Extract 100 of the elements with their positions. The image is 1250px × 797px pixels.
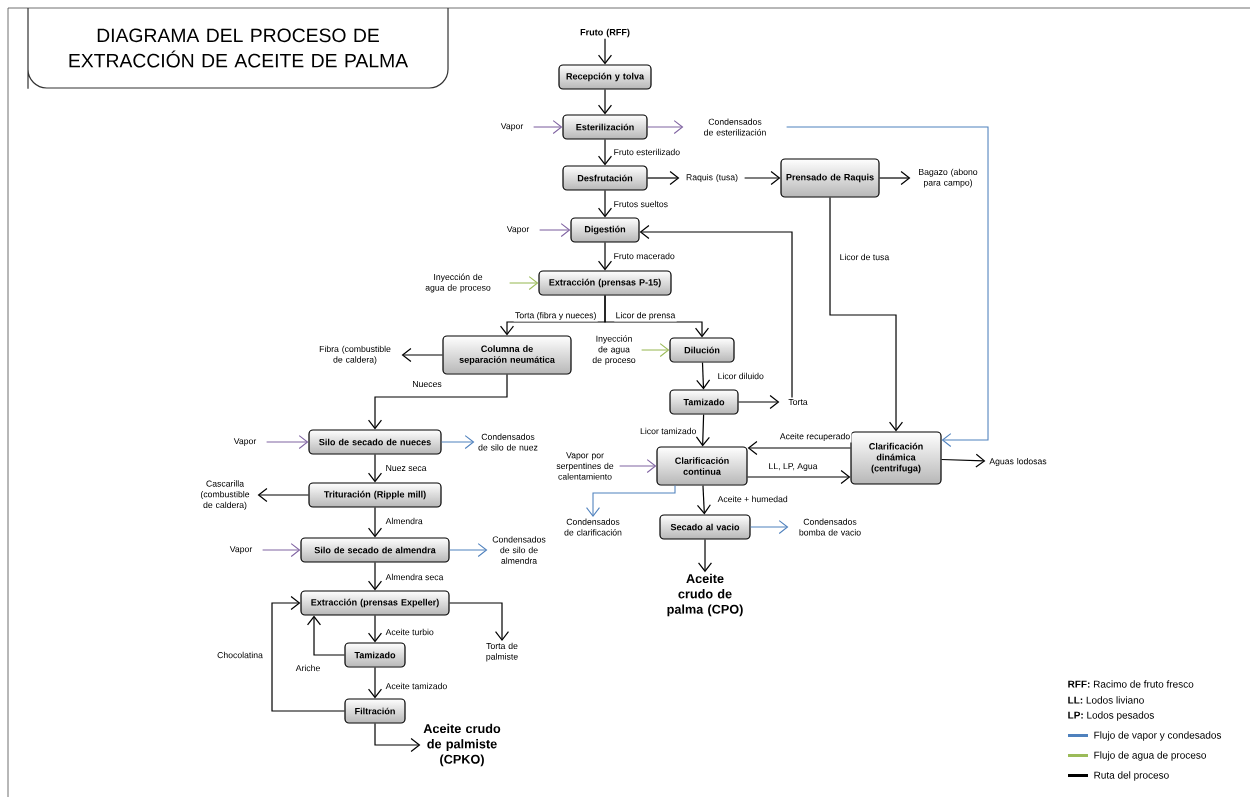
arrow <box>374 723 421 753</box>
edge-label: LL, LP, Agua <box>767 461 819 473</box>
arrow <box>401 347 443 363</box>
stream-label: Inyección de agua de proceso <box>592 335 636 365</box>
stream-label: Condensados de clarificación <box>564 518 622 536</box>
process-box: Tamizado <box>344 642 406 668</box>
edge-label: Almendra <box>384 516 425 526</box>
arrow <box>533 120 563 134</box>
arrow <box>367 374 508 430</box>
arrow <box>262 543 301 557</box>
legend-text: Flujo de vapor y condesados <box>1094 731 1222 741</box>
arrow <box>619 459 657 473</box>
arrow <box>586 485 676 517</box>
process-box: Silo de secado de nueces <box>308 429 442 455</box>
process-box: Clarificación dinámica (centrifuga) <box>850 431 942 485</box>
arrow <box>367 562 383 591</box>
edge-label: Licor tamizado <box>638 426 698 436</box>
arrow <box>829 197 904 432</box>
process-box: Extracción (prensas Expeller) <box>300 590 450 616</box>
edge-label: Aceite recuperado <box>778 431 852 443</box>
stream-label: Condensados bomba de vacio <box>799 518 861 536</box>
arrow <box>639 224 793 398</box>
arrow <box>750 520 789 534</box>
arrow <box>747 469 851 485</box>
arrow <box>695 414 710 447</box>
edge-label: Licor de prensa <box>614 310 677 322</box>
stream-label: Vapor por serpentines de calentamiento <box>556 452 614 480</box>
edge-label: Ariche <box>294 663 322 673</box>
title-box: DIAGRAMA DEL PROCESO DE EXTRACCIÓN DE ACEITE DE PALMA <box>27 7 449 90</box>
edge-label: Fruto macerado <box>612 251 677 261</box>
arrow <box>641 343 670 357</box>
process-box: Recepción y tolva <box>558 64 652 90</box>
arrow <box>786 126 989 447</box>
arrow <box>597 139 613 166</box>
process-box: Tamizado <box>669 389 739 415</box>
arrow <box>441 435 475 449</box>
arrow <box>647 120 684 134</box>
process-box: Filtración <box>344 698 406 724</box>
arrow <box>367 507 383 538</box>
product-label: Aceite crudo de palma (CPO) <box>667 573 743 617</box>
arrow <box>696 485 711 515</box>
process-box: Silo de secado de almendra <box>300 537 450 563</box>
stream-label: Condensados de esterilización <box>704 118 766 136</box>
stream-label: Condensados de silo de almendra <box>492 536 546 564</box>
edge-label: Nueces <box>411 379 444 389</box>
arrow <box>306 615 345 656</box>
arrow <box>879 170 911 186</box>
arrow <box>266 435 309 449</box>
stream-label: Condensados de silo de nuez <box>478 433 538 451</box>
arrow <box>647 170 680 186</box>
process-box: Desfrutación <box>562 165 648 191</box>
edge-label: Fruto esterilizado <box>612 147 682 157</box>
stream-label: Bagazo (abono para campo) <box>919 168 978 188</box>
process-box: Extracción (prensas P-15) <box>538 270 672 296</box>
arrow <box>941 453 986 468</box>
process-box: Secado al vacio <box>659 514 751 540</box>
arrow <box>597 38 613 65</box>
edge-label: Aceite turbio <box>384 627 436 637</box>
edge-label: Aceite + humedad <box>716 494 790 504</box>
stream-label: Fibra (combustible de caldera) <box>319 345 391 365</box>
arrow <box>597 242 613 271</box>
abbreviation-note: RFF: Racimo de fruto fresco <box>1068 680 1194 688</box>
arrow <box>449 543 488 557</box>
arrow <box>449 602 510 642</box>
stream-label: Aguas lodosas <box>989 457 1047 467</box>
edge-label: Almendra seca <box>384 572 445 582</box>
stream-label: Torta de palmiste <box>486 642 518 662</box>
arrow <box>271 595 345 712</box>
arrow <box>738 394 780 410</box>
process-box: Prensado de Raquis <box>780 158 880 198</box>
process-box: Clarificación continua <box>656 446 748 486</box>
edge-label: Chocolatina <box>215 650 265 660</box>
arrow <box>597 89 613 115</box>
arrow <box>604 295 710 338</box>
arrow <box>597 190 613 218</box>
arrow <box>257 487 309 503</box>
arrow <box>367 615 383 643</box>
edge-label: Licor de tusa <box>838 252 891 262</box>
edge-label: Frutos sueltos <box>612 199 670 209</box>
stream-label: Inyección de agua de proceso <box>425 273 491 293</box>
stream-label: Vapor <box>506 226 530 234</box>
abbreviation-note: LL: Lodos liviano <box>1068 696 1144 704</box>
arrow <box>509 276 539 290</box>
process-box: Dilución <box>669 337 735 363</box>
stream-label: Torta <box>788 399 808 406</box>
edge-label: Aceite tamizado <box>384 681 449 691</box>
process-box: Digestión <box>570 217 640 243</box>
arrow <box>697 539 713 573</box>
stream-label: Raquis (tusa) <box>686 173 738 183</box>
stream-label: Vapor <box>233 438 257 446</box>
product-label: Aceite crudo de palmiste (CPKO) <box>423 723 501 767</box>
arrow <box>367 454 383 483</box>
process-box: Columna de separación neumática <box>442 335 572 375</box>
arrow <box>367 667 383 699</box>
product-label: Fruto (RFF) <box>580 28 630 38</box>
arrow <box>696 362 711 390</box>
edge-label: Torta (fibra y nueces) <box>513 310 598 322</box>
process-box: Trituración (Ripple mill) <box>308 482 442 508</box>
legend-text: Ruta del proceso <box>1094 771 1169 781</box>
edge-label: Licor diluido <box>716 371 766 381</box>
